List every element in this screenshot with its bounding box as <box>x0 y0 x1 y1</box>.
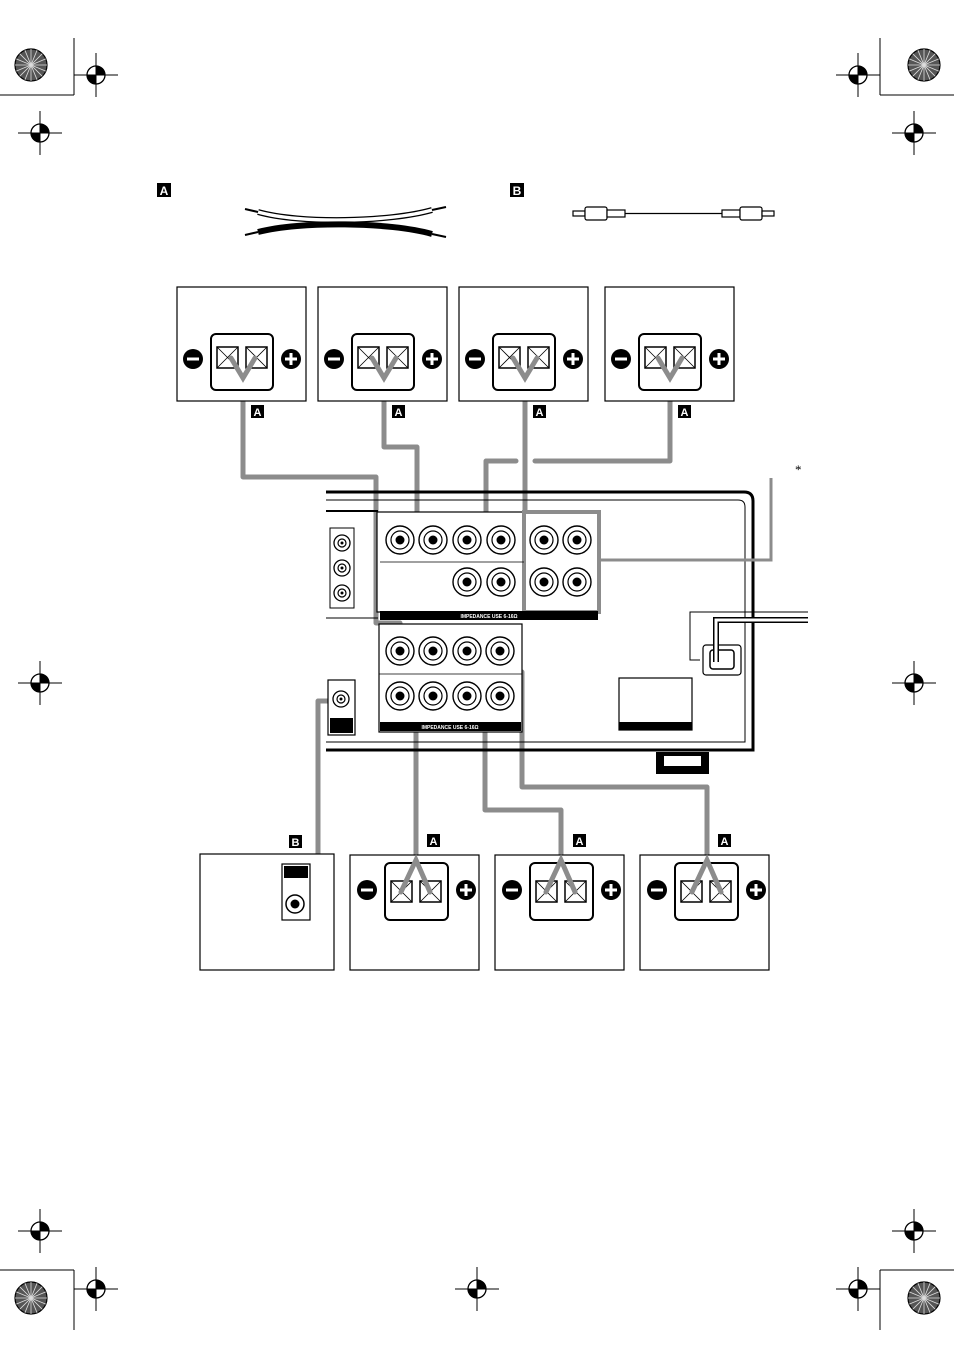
asterisk-note: * <box>795 462 802 477</box>
badge-a-text: A <box>160 184 169 198</box>
front-high-lead <box>599 478 773 562</box>
speaker-front-left <box>176 286 307 402</box>
receiver-rear-panel: IMPEDANCE USE 6-16Ω IMPEDANCE USE 6-16Ω <box>326 462 808 774</box>
subwoofer <box>199 853 335 971</box>
speaker-surround-right <box>494 854 625 971</box>
subwoofer-out-jack <box>327 679 356 736</box>
speaker-terminal-panel-upper: IMPEDANCE USE 6-16Ω <box>376 510 601 620</box>
legend-subwoofer-cable: B <box>510 183 775 221</box>
cable-badge-b: B <box>292 837 300 849</box>
speaker-surround-left <box>349 854 480 971</box>
cable-badge: A <box>721 836 729 848</box>
cable-badge: A <box>681 407 689 419</box>
bottom-speaker-row: B A A A <box>199 834 770 971</box>
speaker-center <box>317 286 448 402</box>
top-speaker-row: A A A A <box>176 286 735 419</box>
wire-ends <box>228 355 724 895</box>
speaker-terminal-panel-lower: IMPEDANCE USE 6-16Ω <box>378 623 523 733</box>
badge-a <box>157 183 171 197</box>
rca-input-jacks <box>329 527 355 609</box>
cable-badge: A <box>576 836 584 848</box>
speaker-front-high <box>604 286 735 402</box>
ac-power-cord <box>689 611 808 676</box>
legend-speaker-cable: A <box>157 183 447 238</box>
speaker-surround-back <box>639 854 770 971</box>
rca-cable-illustration <box>572 206 775 221</box>
badge-b-text: B <box>513 184 522 198</box>
badge-b <box>510 183 524 197</box>
speaker-front-right <box>458 286 589 402</box>
cable-badge: A <box>254 407 262 419</box>
print-registration-marks <box>0 38 954 1330</box>
impedance-label: IMPEDANCE USE 6-16Ω <box>460 614 517 620</box>
cable-badge: A <box>430 836 438 848</box>
cable-badge: A <box>536 407 544 419</box>
top-cable-badges: A A A A <box>251 405 691 419</box>
rating-label-plate <box>618 677 693 731</box>
impedance-label-lower: IMPEDANCE USE 6-16Ω <box>421 725 478 731</box>
cable-badge: A <box>395 407 403 419</box>
